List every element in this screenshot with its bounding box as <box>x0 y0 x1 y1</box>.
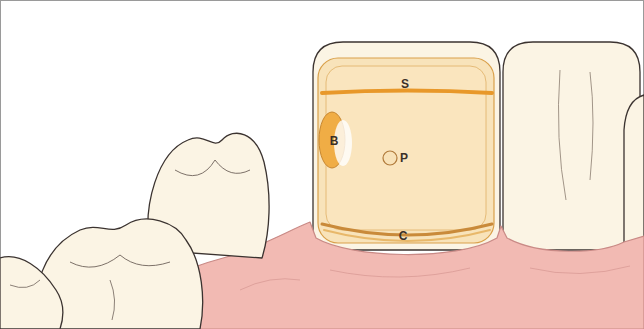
part-label: B <box>330 135 339 147</box>
s-band <box>322 91 492 94</box>
incisor-contour <box>558 70 566 200</box>
cusp-line <box>10 280 40 288</box>
cusp-line <box>110 280 115 320</box>
part-label: S <box>401 78 409 90</box>
gum-contour <box>240 279 300 290</box>
part-label: P <box>400 152 408 164</box>
gum-contour <box>330 268 470 277</box>
translucent-restoration <box>318 58 494 243</box>
incisor-contour <box>590 72 593 180</box>
cusp-line <box>70 255 170 267</box>
lateral-tooth <box>624 95 644 250</box>
c-band-edge <box>324 230 490 241</box>
adjacent-incisor <box>503 42 640 250</box>
back-molar <box>0 257 63 329</box>
gum-contour <box>530 266 630 274</box>
incisor-crown <box>313 42 500 250</box>
p-point <box>383 151 397 165</box>
cusp-line <box>175 160 250 176</box>
part-label: C <box>399 230 408 242</box>
